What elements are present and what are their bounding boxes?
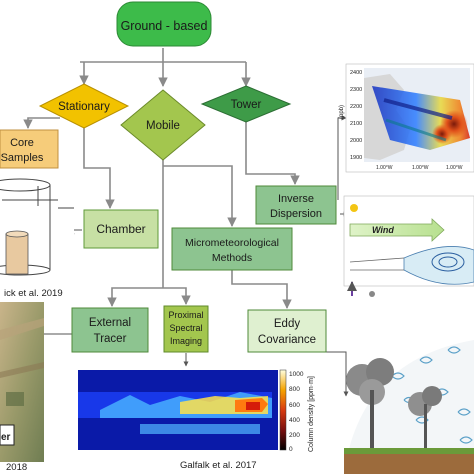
map-ytick: 2100: [350, 121, 362, 127]
map-ytick: 2000: [350, 138, 362, 144]
wind-label: Wind: [372, 225, 394, 235]
node-stationary[interactable]: Stationary: [38, 83, 130, 129]
node-label-line: Core: [10, 137, 34, 149]
node-external-tracer[interactable]: External Tracer: [71, 307, 149, 353]
dispersion-diagram: Wind: [343, 195, 474, 297]
methane-map: (ppb) 2400 2300 2200 2100 2000 1900 1.00…: [339, 63, 474, 173]
node-tower[interactable]: Tower: [200, 85, 292, 123]
colorbar-tick: 800: [289, 386, 300, 393]
map-ytick: 2300: [350, 87, 362, 93]
imaging-ref-caption: Galfalk et al. 2017: [180, 460, 257, 471]
map-xticks: 1.00°W 1.00°W 1.00°W: [376, 165, 463, 171]
node-label: Tower: [231, 99, 262, 111]
wind-arrow-icon: [349, 218, 445, 242]
colorbar-tick: 600: [289, 402, 300, 409]
map-xtick: 1.00°W: [376, 165, 393, 171]
node-eddy-covariance[interactable]: Eddy Covariance: [247, 309, 327, 353]
node-label-line: Micrometeorological: [185, 237, 279, 249]
node-label-line: Covariance: [258, 334, 316, 346]
chamber-illustration: ick et al. 2019: [0, 168, 74, 299]
eddy-covariance-illustration: [344, 340, 474, 474]
map-yticks: 2400 2300 2200 2100 2000 1900: [350, 70, 362, 161]
tracer-photo-label: er: [1, 432, 11, 443]
node-core-samples[interactable]: Core Samples: [0, 129, 59, 169]
node-label-line: Samples: [1, 152, 44, 164]
node-mobile[interactable]: Mobile: [120, 89, 206, 161]
node-ground-based[interactable]: Ground - based: [116, 1, 212, 47]
sun-icon: [350, 204, 358, 212]
node-label-line: Imaging: [170, 336, 202, 346]
chamber-ref-caption: ick et al. 2019: [4, 288, 63, 299]
colorbar-tick: 1000: [289, 371, 304, 378]
node-label-line: Dispersion: [270, 208, 322, 220]
map-ytick: 1900: [350, 155, 362, 161]
node-label: Stationary: [58, 101, 110, 113]
colorbar-tick: 200: [289, 432, 300, 439]
node-label: Ground - based: [121, 19, 208, 33]
colorbar-ticks: 1000 800 600 400 200 0: [289, 371, 304, 453]
node-label: Mobile: [146, 120, 180, 132]
node-label: Chamber: [96, 222, 145, 236]
node-label-line: Spectral: [169, 323, 202, 333]
node-micrometeorological-methods[interactable]: Micrometeorological Methods: [171, 227, 293, 271]
node-label-line: Eddy: [274, 318, 300, 330]
map-yaxis-label: (ppb): [339, 105, 345, 119]
node-proximal-spectral-imaging[interactable]: Proximal Spectral Imaging: [163, 305, 209, 353]
map-ytick: 2200: [350, 104, 362, 110]
map-ytick: 2400: [350, 70, 362, 76]
colorbar-label: Column density [ppm·m]: [308, 376, 315, 452]
node-label-line: Tracer: [94, 333, 127, 345]
tracer-ref-caption: 2018: [6, 462, 27, 473]
node-label-line: External: [89, 317, 131, 329]
connectors: [23, 48, 300, 309]
node-label-line: Methods: [212, 252, 252, 264]
spectral-image: 1000 800 600 400 200 0 Column density [p…: [78, 369, 315, 471]
colorbar-tick: 400: [289, 417, 300, 424]
node-inverse-dispersion[interactable]: Inverse Dispersion: [255, 185, 337, 225]
tracer-field-photo: er 2018: [0, 302, 44, 473]
node-label-line: Inverse: [278, 193, 314, 205]
colorbar-tick: 0: [289, 446, 293, 453]
map-xtick: 1.00°W: [412, 165, 429, 171]
node-label-line: Proximal: [168, 310, 203, 320]
rabbit-icon: [369, 291, 375, 297]
map-xtick: 1.00°W: [446, 165, 463, 171]
node-chamber[interactable]: Chamber: [83, 209, 159, 249]
